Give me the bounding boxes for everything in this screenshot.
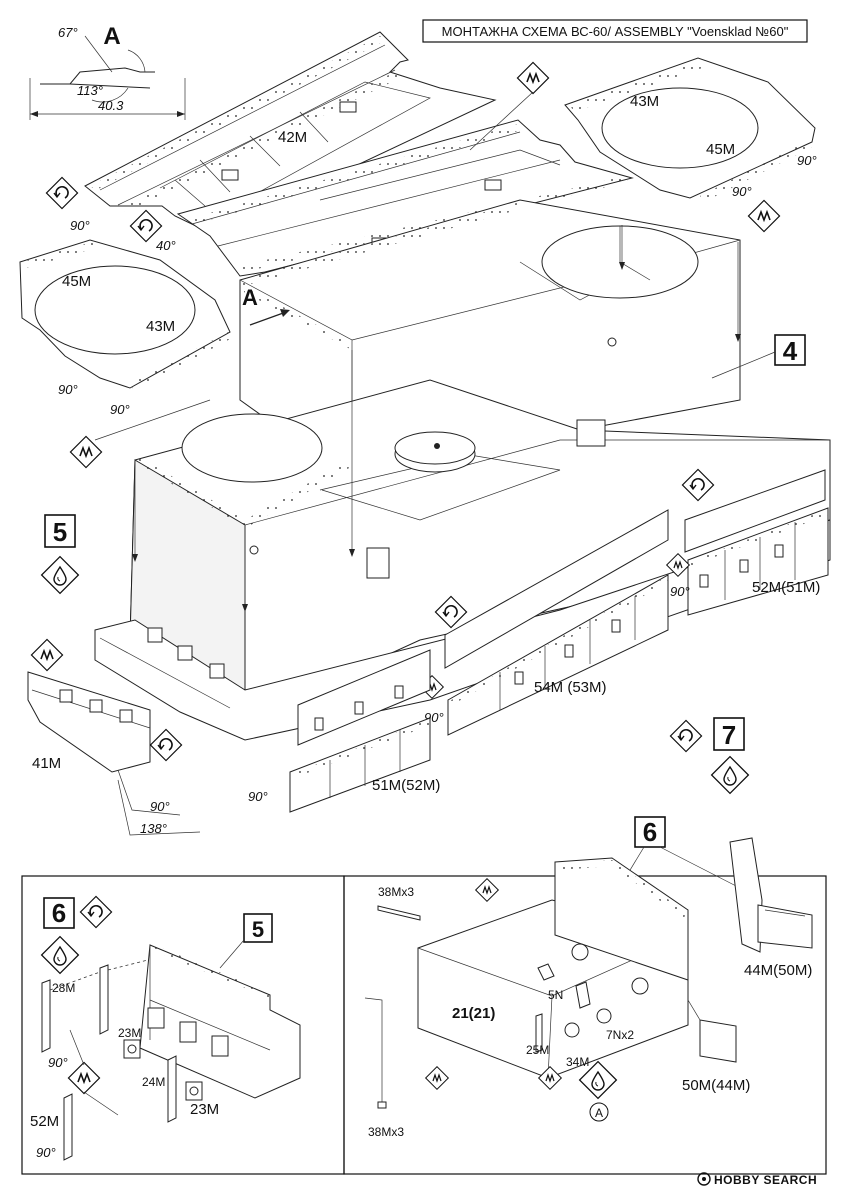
angle-90-d: 90° bbox=[58, 382, 78, 397]
fold-icon bbox=[69, 435, 103, 469]
label-52m-sub: 52M bbox=[30, 1113, 59, 1130]
sub-right-box-21 bbox=[417, 857, 689, 1079]
label-52m: 52M(51M) bbox=[752, 579, 820, 596]
sub-right-step-6-number: 6 bbox=[643, 817, 657, 847]
watermark: HOBBY SEARCH bbox=[697, 1172, 817, 1187]
angle-90-h: 90° bbox=[248, 789, 268, 804]
sub-left-step-6-badge: 6 bbox=[43, 897, 75, 929]
main-body-assembly bbox=[94, 199, 831, 741]
angle-90-c: 90° bbox=[732, 184, 752, 199]
sub-left-step-5-number: 5 bbox=[252, 917, 264, 942]
label-38m-b: 38Mx3 bbox=[368, 1125, 404, 1139]
step-4-badge: 4 bbox=[711, 334, 806, 379]
rotate-icon bbox=[45, 176, 79, 210]
sub-left-step-6-number: 6 bbox=[52, 898, 66, 928]
sub-left-hull-box bbox=[139, 944, 301, 1099]
glue-icon bbox=[40, 935, 80, 975]
label-28m: 28M bbox=[52, 981, 75, 995]
angle-90-f: 90° bbox=[670, 584, 690, 599]
angle-40: 40° bbox=[156, 238, 176, 253]
fold-icon bbox=[30, 638, 64, 672]
angle-90-a: 90° bbox=[70, 218, 90, 233]
label-41m: 41M bbox=[32, 755, 61, 772]
angle-90-b: 90° bbox=[797, 153, 817, 168]
glue-icon bbox=[40, 555, 80, 595]
label-23m-b: 23M bbox=[190, 1101, 219, 1118]
label-21: 21(21) bbox=[452, 1005, 495, 1022]
angle-138: 138° bbox=[140, 821, 167, 836]
detail-a-angle-113: 113° bbox=[77, 83, 103, 98]
detail-a: A 67° 113° 40.3 bbox=[29, 23, 186, 120]
rotate-icon bbox=[149, 728, 183, 762]
step-5-badge: 5 bbox=[44, 514, 76, 548]
part-51m-side-panels bbox=[289, 649, 431, 813]
step-5-number: 5 bbox=[53, 517, 67, 547]
step-7-badge: 7 bbox=[713, 717, 745, 751]
title-text: МОНТАЖНА СХЕМА ВС-60/ ASSEMBLY "Voenskla… bbox=[442, 24, 789, 39]
fold-icon bbox=[67, 1061, 101, 1095]
label-43m-left: 43M bbox=[146, 318, 175, 335]
step-4-number: 4 bbox=[783, 336, 798, 366]
label-50m: 50M(44M) bbox=[682, 1077, 750, 1094]
glue-icon bbox=[710, 755, 750, 795]
part-54m-side-panels bbox=[444, 509, 669, 736]
angle-90-e: 90° bbox=[110, 402, 130, 417]
label-45m-left: 45M bbox=[62, 273, 91, 290]
sub-right-part-44m bbox=[729, 837, 813, 953]
label-38m-a: 38Mx3 bbox=[378, 885, 414, 899]
label-44m: 44M(50M) bbox=[744, 962, 812, 979]
sub-left-part-28m bbox=[41, 959, 149, 1053]
label-5n: 5N bbox=[548, 988, 563, 1002]
callout-a-letter: A bbox=[595, 1106, 603, 1120]
step-7-number: 7 bbox=[722, 720, 736, 750]
label-25m: 25M bbox=[526, 1043, 549, 1057]
rotate-icon bbox=[79, 895, 113, 929]
sub-left-angle-90-b: 90° bbox=[36, 1145, 56, 1160]
detail-a-angle-67: 67° bbox=[58, 25, 78, 40]
detail-a-letter: A bbox=[103, 23, 120, 50]
label-42m: 42M bbox=[278, 129, 307, 146]
label-51m: 51M(52M) bbox=[372, 777, 440, 794]
sub-left-part-24m bbox=[167, 1055, 177, 1123]
rotate-icon bbox=[129, 209, 163, 243]
sub-left-angle-90-a: 90° bbox=[48, 1055, 68, 1070]
detail-a-dimension: 40.3 bbox=[98, 98, 124, 113]
part-52m-side-panels bbox=[684, 469, 829, 616]
sub-left-part-23m-a bbox=[123, 1039, 141, 1059]
part-41m-front bbox=[27, 671, 151, 773]
label-23m-a: 23M bbox=[118, 1026, 141, 1040]
label-7n: 7Nx2 bbox=[606, 1028, 634, 1042]
fold-icon bbox=[747, 199, 781, 233]
label-34m: 34M bbox=[566, 1055, 589, 1069]
sub-right-step-6-badge: 6 bbox=[617, 816, 741, 891]
title-block: МОНТАЖНА СХЕМА ВС-60/ ASSEMBLY "Voenskla… bbox=[422, 19, 808, 43]
part-45m-43m-hatch-left bbox=[19, 239, 232, 390]
sub-right-part-50m bbox=[687, 999, 737, 1063]
callout-a-circle bbox=[589, 1102, 609, 1122]
label-45m-top: 45M bbox=[706, 141, 735, 158]
part-43m-45m-hatch-right bbox=[564, 57, 816, 202]
part-38m-rod-a bbox=[377, 905, 421, 921]
part-42m-roof-panel bbox=[84, 31, 497, 229]
angle-90-i: 90° bbox=[150, 799, 170, 814]
sub-left-step-5-badge: 5 bbox=[219, 913, 273, 969]
label-43m-top: 43M bbox=[630, 93, 659, 110]
watermark-text: HOBBY SEARCH bbox=[714, 1173, 817, 1187]
fold-icon bbox=[475, 878, 499, 902]
sub-left-part-23m-b bbox=[185, 1081, 203, 1101]
marker-a: A bbox=[242, 285, 258, 310]
label-54m: 54M (53M) bbox=[534, 679, 607, 696]
sub-right-small-parts bbox=[535, 963, 612, 1053]
rotate-icon bbox=[669, 719, 703, 753]
label-24m: 24M bbox=[142, 1075, 165, 1089]
sub-left-part-52m bbox=[63, 1093, 73, 1161]
fold-icon bbox=[425, 1066, 449, 1090]
fold-icon bbox=[516, 61, 550, 95]
alignment-arrows bbox=[132, 225, 741, 612]
sub-right-part-38m-b bbox=[364, 997, 387, 1109]
